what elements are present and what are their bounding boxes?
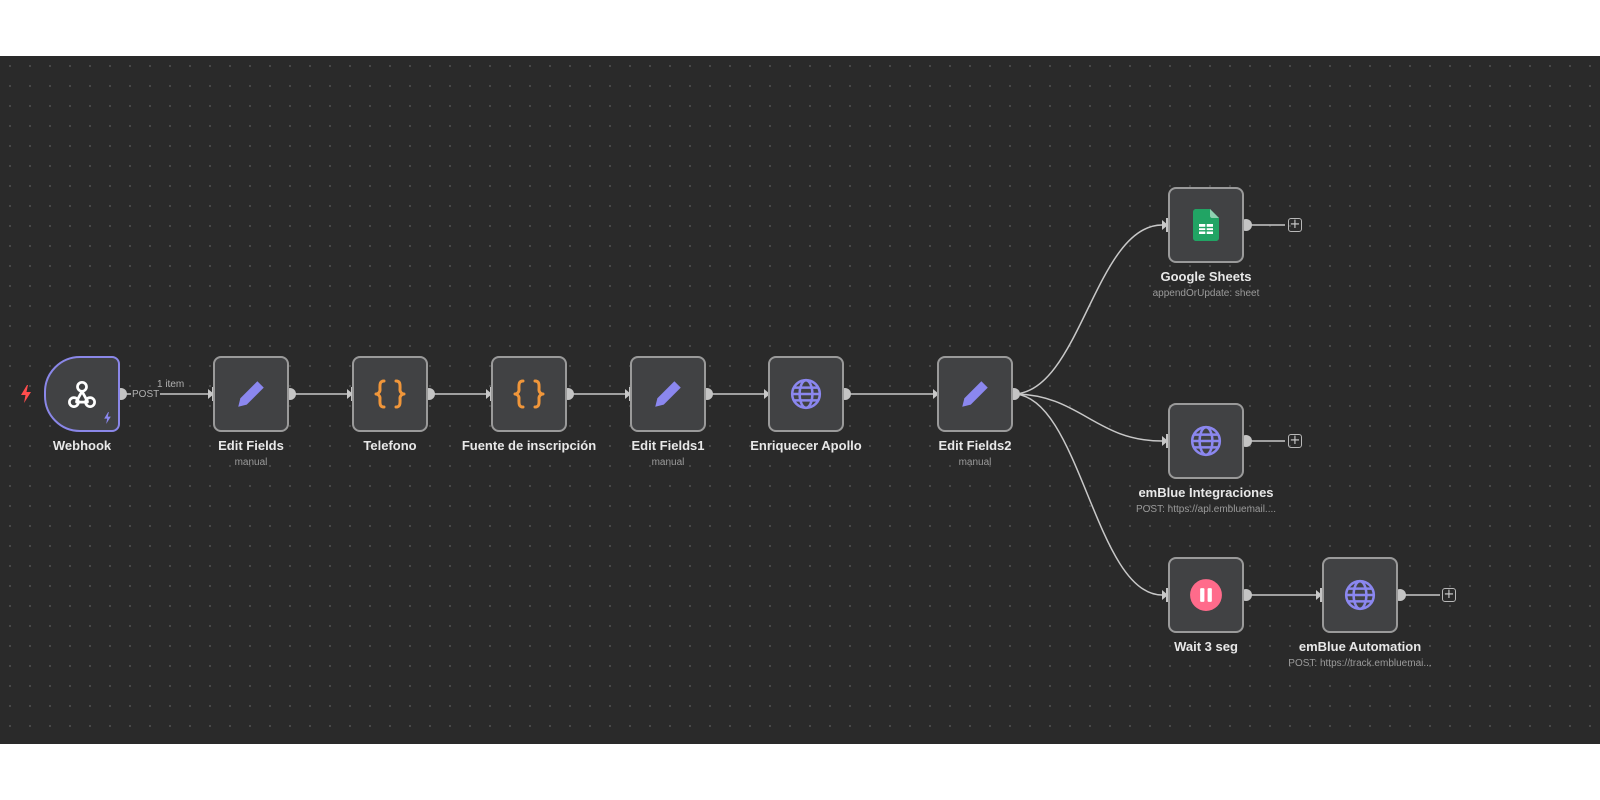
arrow-head bbox=[1316, 590, 1322, 600]
node-label: Fuente de inscripción bbox=[461, 438, 597, 453]
google-sheets-icon bbox=[1193, 209, 1219, 241]
node-subtitle: appendOrUpdate: sheet bbox=[1152, 288, 1260, 299]
pause-icon bbox=[1190, 579, 1222, 611]
node-wait-3-seg[interactable] bbox=[1168, 557, 1244, 633]
node-webhook[interactable] bbox=[44, 356, 120, 432]
node-emblue-automation[interactable] bbox=[1322, 557, 1398, 633]
add-node-button[interactable]: + bbox=[1288, 217, 1302, 232]
webhook-method-label: POST bbox=[131, 389, 161, 400]
pencil-icon bbox=[962, 381, 988, 407]
node-edit-fields[interactable] bbox=[213, 356, 289, 432]
node-subtitle: POST: https://api.embluemail.... bbox=[1135, 504, 1277, 515]
node-label: Webhook bbox=[52, 438, 112, 453]
edge-item-count: 1 item bbox=[157, 379, 185, 390]
globe-icon bbox=[790, 378, 822, 410]
node-emblue-integraciones[interactable] bbox=[1168, 403, 1244, 479]
arrow-head bbox=[208, 389, 214, 399]
add-node-button[interactable]: + bbox=[1442, 587, 1456, 602]
edge-editfields2-wait bbox=[1012, 393, 1163, 596]
edge-editfields2-sheets bbox=[1012, 224, 1163, 395]
trigger-bolt-icon bbox=[21, 385, 31, 403]
trigger-badge-icon bbox=[104, 412, 111, 424]
arrow-head bbox=[1162, 590, 1168, 600]
arrow-head bbox=[764, 389, 770, 399]
node-label: Google Sheets bbox=[1160, 269, 1252, 284]
arrow-head bbox=[1162, 436, 1168, 446]
edge-editfields2-integraciones bbox=[1012, 393, 1163, 442]
node-label: Enriquecer Apollo bbox=[750, 438, 862, 453]
node-subtitle: manual bbox=[958, 457, 992, 468]
arrow-head bbox=[347, 389, 353, 399]
node-label: emBlue Integraciones bbox=[1138, 485, 1274, 500]
node-label: Edit Fields1 bbox=[631, 438, 705, 453]
pencil-icon bbox=[655, 381, 681, 407]
node-subtitle: manual bbox=[234, 457, 268, 468]
globe-icon bbox=[1190, 425, 1222, 457]
node-edit-fields1[interactable] bbox=[630, 356, 706, 432]
node-subtitle: manual bbox=[651, 457, 685, 468]
node-google-sheets[interactable] bbox=[1168, 187, 1244, 263]
globe-icon bbox=[1344, 579, 1376, 611]
node-subtitle: POST: https://track.embluemai... bbox=[1288, 658, 1432, 669]
node-label: Telefono bbox=[363, 438, 417, 453]
workflow-canvas[interactable]: 1 item POST Webhook Edit Fields bbox=[0, 56, 1600, 744]
arrow-head bbox=[933, 389, 939, 399]
node-label: Edit Fields2 bbox=[938, 438, 1012, 453]
node-label: Wait 3 seg bbox=[1174, 639, 1238, 654]
webhook-icon bbox=[68, 380, 96, 408]
code-braces-icon bbox=[374, 379, 406, 409]
node-label: emBlue Automation bbox=[1298, 639, 1422, 654]
node-enriquecer-apollo[interactable] bbox=[768, 356, 844, 432]
node-telefono[interactable] bbox=[352, 356, 428, 432]
connections-layer bbox=[115, 218, 1440, 602]
add-node-button[interactable]: + bbox=[1288, 433, 1302, 448]
node-label: Edit Fields bbox=[218, 438, 284, 453]
pencil-icon bbox=[238, 381, 264, 407]
arrow-head bbox=[1162, 220, 1168, 230]
node-fuente-de-inscripcion[interactable] bbox=[491, 356, 567, 432]
arrow-head bbox=[486, 389, 492, 399]
node-edit-fields2[interactable] bbox=[937, 356, 1013, 432]
code-braces-icon bbox=[513, 379, 545, 409]
arrow-head bbox=[625, 389, 631, 399]
